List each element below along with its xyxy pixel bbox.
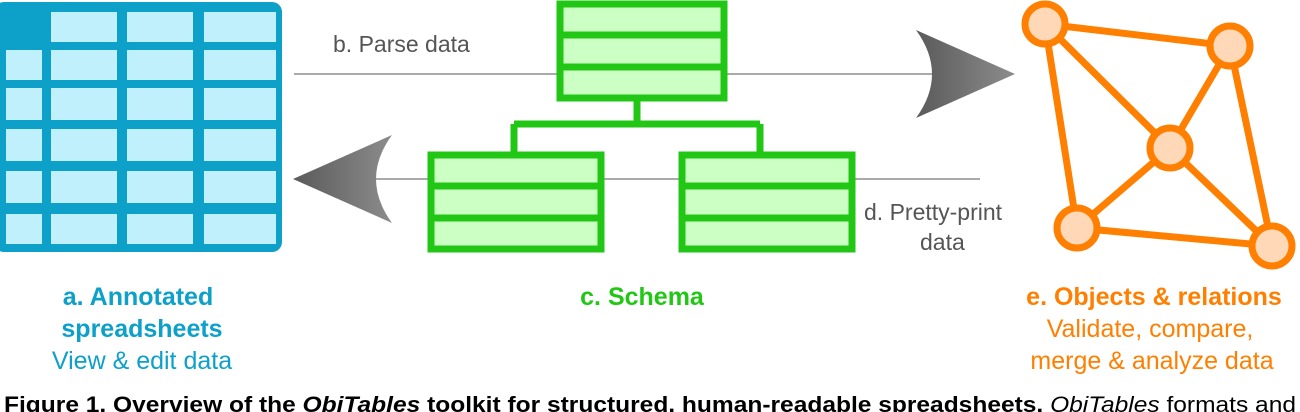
schema-class-left — [427, 151, 605, 253]
spreadsheet-graphic — [0, 2, 282, 252]
spreadsheet-cells — [6, 12, 276, 244]
graph-node — [1206, 22, 1254, 70]
objects-title: e. Objects & relations — [1026, 283, 1282, 311]
parse-arrow-head — [916, 30, 1015, 118]
caption-bold-suffix: toolkit for structured, human-readable s… — [420, 392, 1043, 412]
objects-graph — [1021, 0, 1296, 270]
schema-title: c. Schema — [580, 283, 705, 311]
parse-label: b. Parse data — [333, 31, 470, 57]
caption-bold-italic: ObjTables — [303, 392, 421, 412]
caption-bold-prefix: Figure 1. Overview of the — [4, 392, 303, 412]
schema-class-right — [678, 151, 856, 253]
schema-graphic — [427, 0, 856, 253]
spreadsheets-title-line2: spreadsheets — [61, 315, 222, 343]
pretty-print-label-line1: d. Pretty-print — [864, 199, 1003, 225]
objects-subtitle-line2: merge & analyze data — [1030, 347, 1273, 375]
graph-nodes — [1021, 0, 1296, 270]
figure-caption: Figure 1. Overview of the ObjTables tool… — [4, 392, 1296, 412]
graph-node — [1248, 222, 1296, 270]
spreadsheets-subtitle: View & edit data — [52, 347, 232, 375]
graph-node — [1053, 204, 1101, 252]
spreadsheets-title-line1: a. Annotated — [63, 283, 213, 311]
graph-node — [1146, 124, 1194, 172]
caption-rest: formats and — [1160, 392, 1296, 412]
objects-subtitle-line1: Validate, compare, — [1047, 315, 1254, 343]
graph-node — [1021, 0, 1069, 48]
caption-italic: ObjTables — [1043, 392, 1159, 412]
pretty-print-label-line2: data — [920, 229, 965, 255]
pretty-print-arrow-head — [293, 135, 392, 223]
schema-class-top — [556, 0, 728, 102]
